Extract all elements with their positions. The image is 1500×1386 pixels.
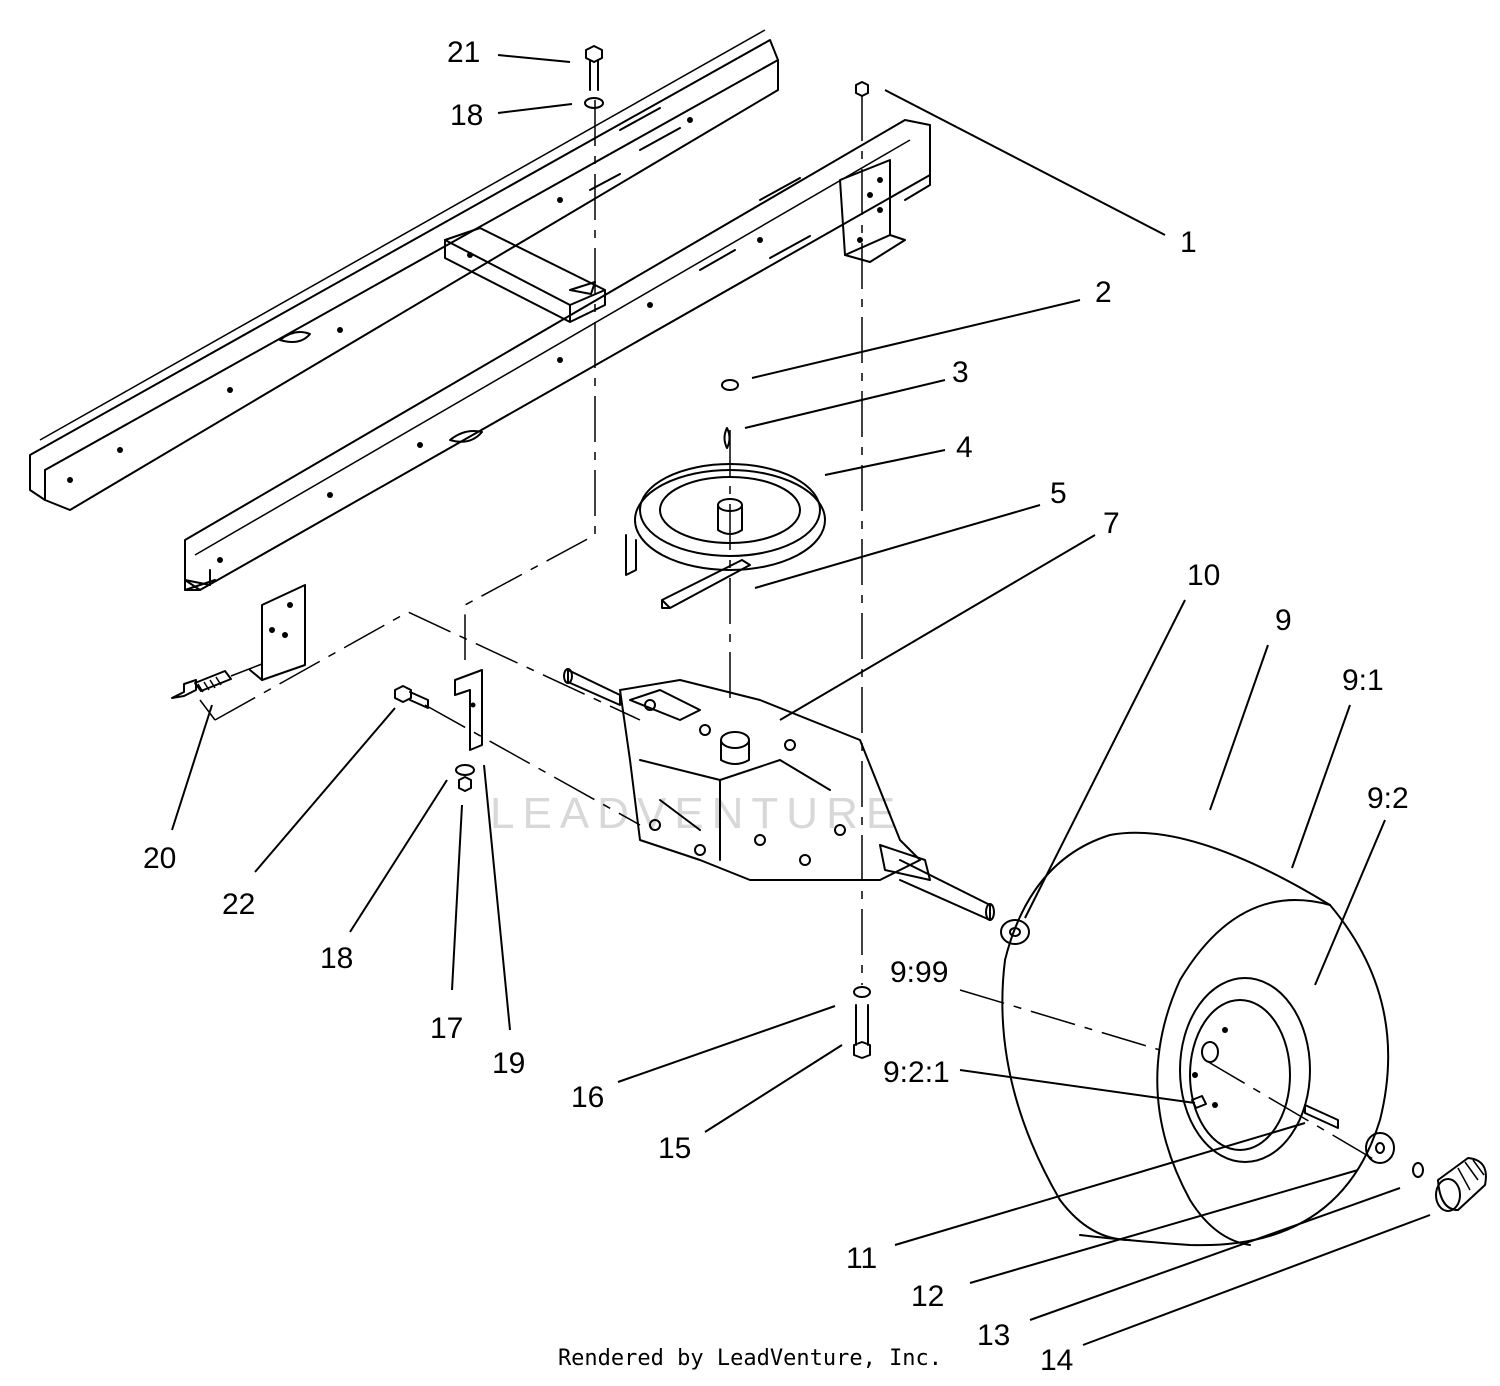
callout-21: 21 [447, 36, 480, 69]
callout-9-1: 9:1 [1342, 664, 1384, 697]
callout-9-99: 9:99 [890, 956, 948, 989]
callout-11: 11 [846, 1242, 877, 1275]
callout-14: 14 [1040, 1344, 1073, 1377]
axle-cap-14 [1435, 1157, 1487, 1212]
callout-18-top: 18 [450, 99, 483, 132]
leader-lines [171, 54, 1431, 1346]
callout-labels: 21 18 1 2 3 4 5 7 10 9 9:1 9:2 9:99 9:2:… [143, 36, 1409, 1377]
bolt-21 [585, 45, 603, 91]
washer-12 [1365, 1132, 1395, 1164]
callout-17: 17 [430, 1012, 463, 1045]
bracket-19 [454, 669, 483, 751]
callout-7: 7 [1103, 507, 1120, 540]
pulley-4 [625, 463, 826, 576]
frame-rail-upper [29, 29, 779, 511]
callout-15: 15 [658, 1132, 691, 1165]
washer-18-bottom [455, 764, 475, 776]
callout-16: 16 [571, 1081, 604, 1114]
callout-13: 13 [977, 1319, 1010, 1352]
axle-mount-bracket-left [171, 584, 306, 699]
bolt-15 [853, 1004, 871, 1059]
callout-9-2: 9:2 [1367, 782, 1409, 815]
callout-3: 3 [952, 356, 969, 389]
key-11 [1304, 1104, 1339, 1129]
callout-18-bottom: 18 [320, 942, 353, 975]
callout-12: 12 [911, 1280, 944, 1313]
axle-mount-bracket-right [839, 159, 906, 263]
callout-19: 19 [492, 1047, 525, 1080]
callout-1: 1 [1180, 226, 1197, 259]
callout-2: 2 [1095, 276, 1112, 309]
alignment-lines [199, 95, 1376, 1161]
cross-member [444, 227, 606, 323]
callout-9: 9 [1275, 604, 1292, 637]
callout-5: 5 [1050, 477, 1067, 510]
callout-9-2-1: 9:2:1 [883, 1056, 950, 1089]
callout-20: 20 [143, 842, 176, 875]
key-3 [723, 427, 731, 449]
washer-16 [853, 986, 871, 998]
belt-5 [661, 559, 751, 609]
retaining-ring-2 [721, 379, 739, 391]
transaxle-7 [563, 668, 995, 921]
washer-10 [1000, 919, 1030, 945]
watermark: LEADVENTURE [490, 789, 903, 838]
credit-line: Rendered by LeadVenture, Inc. [557, 1346, 943, 1371]
nut-17 [458, 776, 472, 792]
callout-22: 22 [222, 888, 255, 921]
nut-1 [855, 81, 869, 97]
frame-rail-lower [184, 119, 931, 591]
bolt-22 [394, 685, 429, 709]
washer-18-top [584, 97, 604, 109]
wheel-tire-9 [1001, 831, 1390, 1247]
retaining-ring-13 [1412, 1162, 1424, 1178]
callout-10: 10 [1187, 559, 1220, 592]
callout-4: 4 [956, 431, 973, 464]
